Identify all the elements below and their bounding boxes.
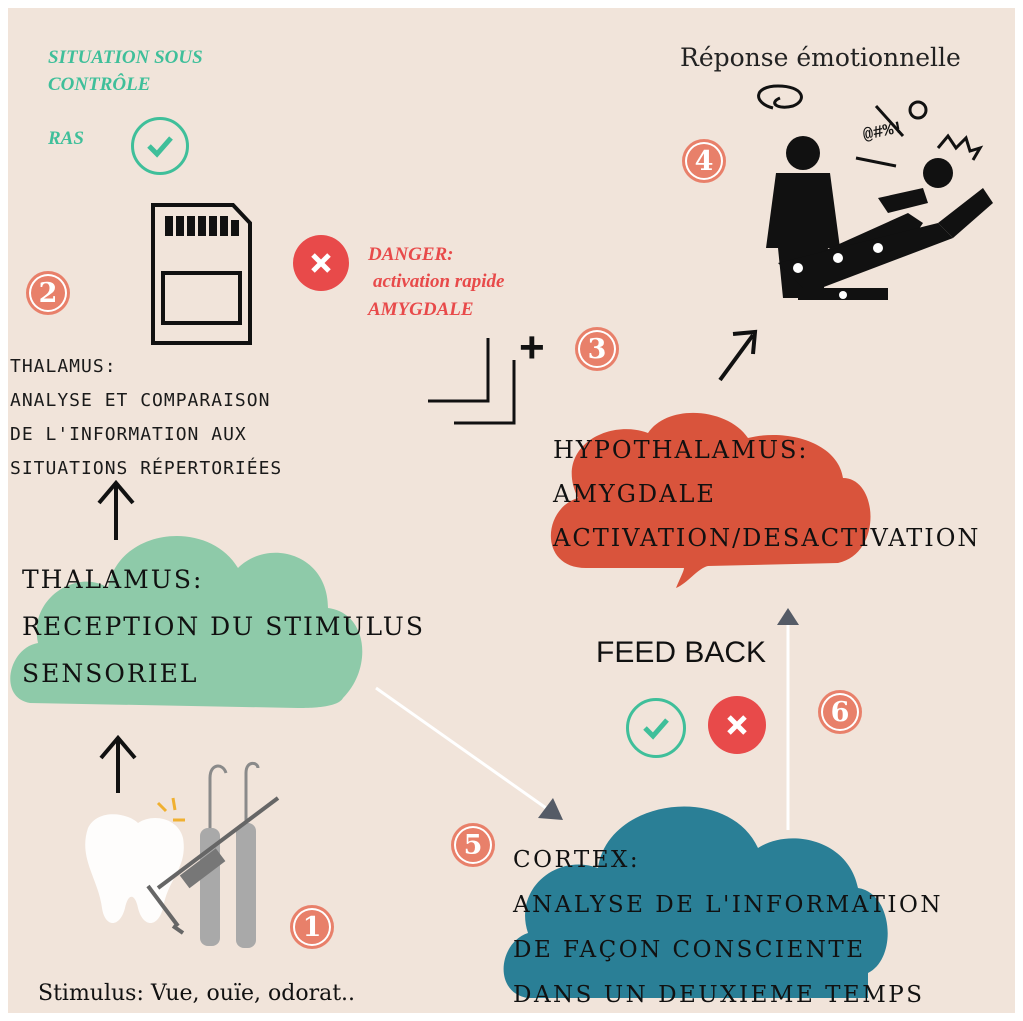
thalamus-reception-title: THALAMUS: [22, 565, 204, 594]
cross-icon [708, 696, 766, 754]
step-badge-3: 3 [575, 327, 619, 371]
diagram-shapes [10, 84, 993, 998]
arrow-to-cortex-head [538, 798, 563, 820]
step-badge-1: 1 [290, 905, 334, 949]
stimulus-label: Stimulus: Vue, ouïe, odorat.. [38, 981, 356, 1006]
dental-tools-icon [146, 761, 280, 948]
thalamus-reception-line-1: RECEPTION DU STIMULUS [22, 612, 425, 641]
arrow-diagonal-icon [718, 329, 758, 382]
green-cloud [10, 535, 363, 708]
hypothalamus-title: HYPOTHALAMUS: [553, 436, 809, 464]
feedback-label: FEED BACK [596, 636, 767, 669]
sd-card-pins [165, 216, 239, 236]
step-badge-5: 5 [451, 823, 495, 867]
status-line-1: SITUATION SOUS [48, 47, 203, 68]
cross-icon [293, 235, 349, 291]
arrow-up-icon [99, 734, 137, 793]
danger-title: DANGER: [368, 244, 454, 265]
red-bubble [550, 412, 871, 588]
cortex-line-3: DANS UN DEUXIEME TEMPS [513, 982, 925, 1008]
danger-line-2: activation rapide [373, 271, 505, 292]
thalamus-reception: THALAMUS: RECEPTION DU STIMULUS SENSORIE… [22, 556, 425, 697]
thalamus-analysis-line-1: ANALYSE ET COMPARAISON [10, 390, 271, 411]
spark-icon [156, 797, 185, 822]
plus-sign: + [519, 323, 545, 372]
check-icon [626, 698, 686, 758]
emotional-response-label: Réponse émotionnelle [680, 43, 961, 72]
ras-label: RAS [48, 128, 84, 149]
step-badge-6: 6 [818, 690, 862, 734]
teal-cloud [503, 806, 888, 998]
step-badge-4: 4 [682, 139, 726, 183]
danger-line-3: AMYGDALE [368, 299, 474, 320]
hypothalamus-line-2: ACTIVATION/DESACTIVATION [553, 524, 981, 552]
thalamus-reception-line-2: SENSORIEL [22, 659, 199, 688]
tooth-icon [85, 814, 184, 923]
diagram-canvas: SITUATION SOUS CONTRÔLE RAS DANGER: acti… [8, 8, 1015, 1013]
hypothalamus-block: HYPOTHALAMUS: AMYGDALE ACTIVATION/DESACT… [553, 428, 980, 560]
check-icon [131, 117, 189, 175]
dentist-scene-icon [766, 136, 993, 300]
arrow-to-cortex [375, 686, 547, 810]
arrow-to-hypothalamus-head [777, 608, 799, 625]
status-line-2: CONTRÔLE [48, 74, 151, 95]
cortex-block: CORTEX: ANALYSE DE L'INFORMATION DE FAÇO… [513, 838, 943, 1013]
sd-card-icon [151, 203, 252, 345]
thalamus-analysis: THALAMUS: ANALYSE ET COMPARAISON DE L'IN… [10, 350, 282, 486]
thalamus-analysis-line-2: DE L'INFORMATION AUX [10, 424, 247, 445]
bracket-lines [428, 338, 516, 425]
step-badge-2: 2 [26, 271, 70, 315]
cortex-line-1: ANALYSE DE L'INFORMATION [513, 892, 943, 918]
arrow-up-icon [97, 479, 135, 540]
thalamus-analysis-title: THALAMUS: [10, 356, 117, 377]
cortex-title: CORTEX: [513, 847, 641, 873]
dentist-scene-lines [757, 84, 984, 168]
thalamus-analysis-line-3: SITUATIONS RÉPERTORIÉES [10, 458, 283, 479]
cortex-line-2: DE FAÇON CONSCIENTE [513, 937, 866, 963]
hypothalamus-line-1: AMYGDALE [553, 480, 716, 508]
